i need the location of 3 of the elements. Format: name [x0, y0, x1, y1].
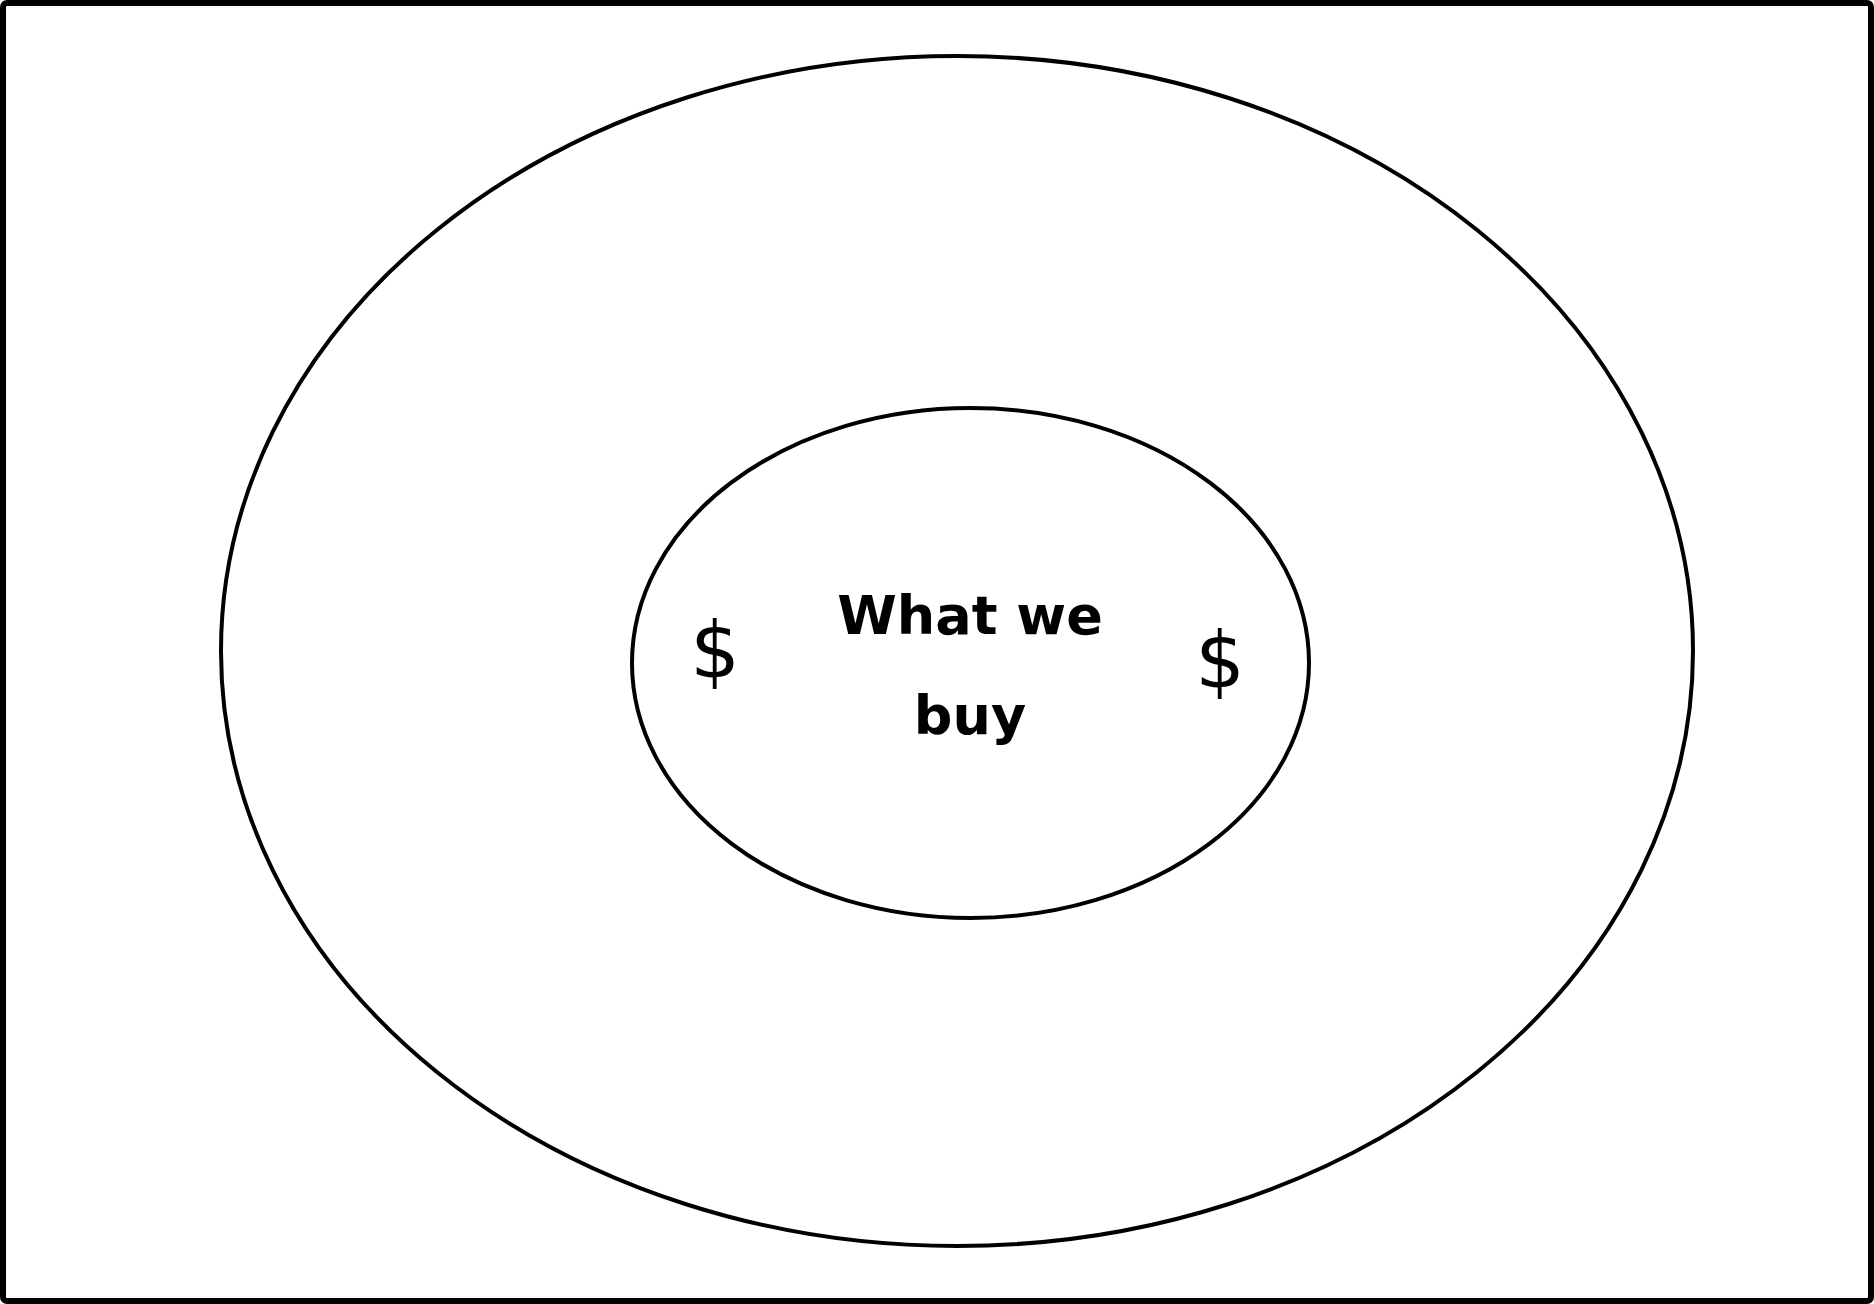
dollar-sign: $ — [1195, 614, 1245, 708]
dollar-sign: $ — [690, 604, 740, 698]
center-label: What we buy — [836, 583, 1104, 749]
